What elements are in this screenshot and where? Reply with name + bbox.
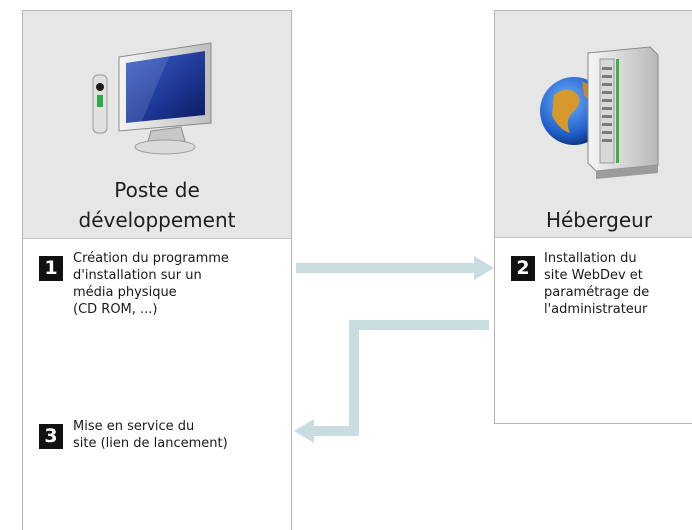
step-1-text: Création du programme d'installation sur… [73,251,229,317]
arrow-host-return-vertical [349,320,359,436]
dev-workstation-title: Poste de développement [78,178,236,232]
step-1-number: 1 [39,256,63,281]
hosting-panel: Hébergeur [494,10,692,424]
arrow-host-to-dev-head [294,419,314,443]
arrow-dev-to-host [296,263,476,273]
arrow-host-return-top [349,320,489,330]
step-2-text: Installation du site WebDev et paramétra… [544,251,650,317]
server-globe-icon [540,46,659,179]
step-3-text: Mise en service du site (lien de lanceme… [73,419,228,451]
dev-workstation-header: Poste de développement [23,11,291,239]
computer-icon [92,42,212,155]
step-2-number: 2 [511,256,535,281]
hosting-header: Hébergeur [495,11,692,238]
dev-workstation-panel: Poste de développement [22,10,292,530]
hosting-title: Hébergeur [545,208,653,232]
arrow-host-return-bottom [312,426,359,436]
step-3-number: 3 [39,424,63,449]
arrow-dev-to-host-head [474,256,494,280]
